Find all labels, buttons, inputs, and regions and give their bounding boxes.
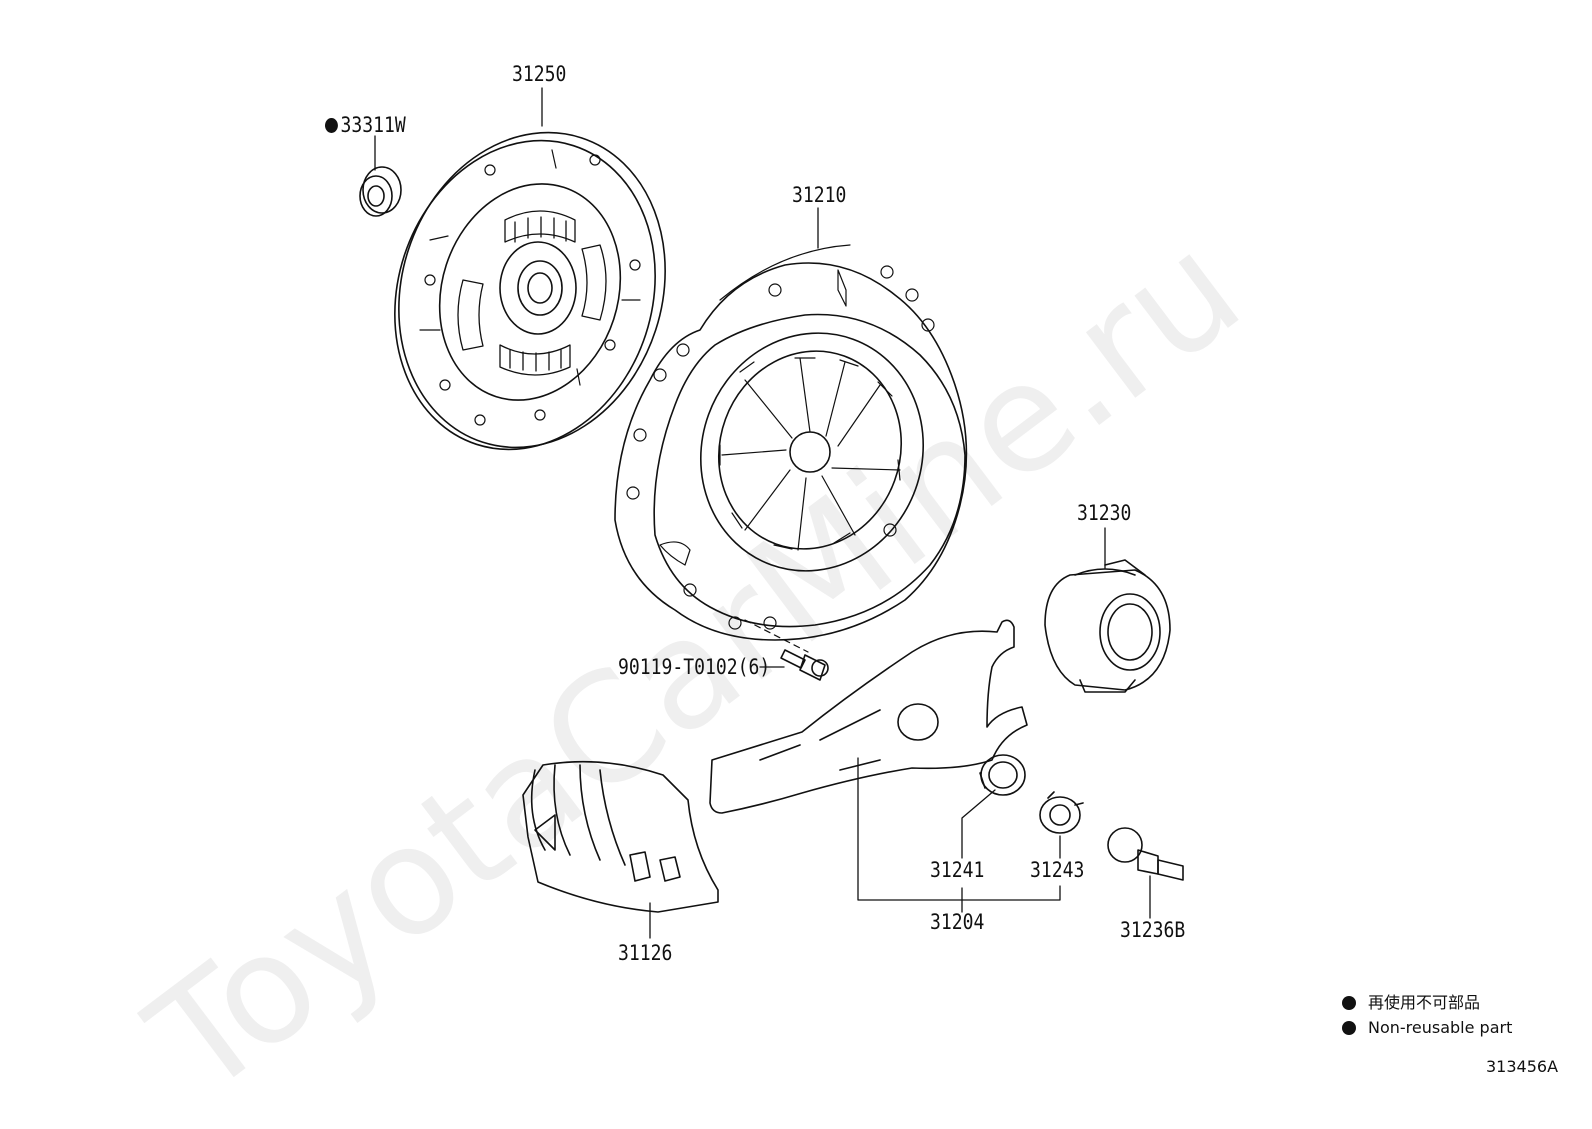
clutch-parts-diagram xyxy=(359,87,1184,939)
callout-33311w[interactable]: 33311W xyxy=(325,115,406,136)
legend-english: Non-reusable part xyxy=(1342,1020,1512,1036)
pilot-bearing-part xyxy=(359,166,402,217)
release-bearing-part xyxy=(1044,559,1171,693)
legend-english-text: Non-reusable part xyxy=(1368,1018,1513,1037)
non-reusable-dot-icon xyxy=(325,118,338,133)
cover-bolt-part xyxy=(780,649,829,681)
callout-31126[interactable]: 31126 xyxy=(618,941,673,965)
clutch-cover-part xyxy=(614,244,968,641)
callout-31236b[interactable]: 31236B xyxy=(1120,918,1186,942)
callout-31210[interactable]: 31210 xyxy=(792,183,847,207)
callout-31243[interactable]: 31243 xyxy=(1030,858,1085,882)
fork-support-pivot-part xyxy=(1107,827,1184,881)
legend-japanese-text: 再使用不可部品 xyxy=(1368,993,1481,1012)
figure-id: 313456A xyxy=(1486,1057,1559,1076)
callout-bolt-90119[interactable]: 90119-T0102(6) xyxy=(618,655,771,679)
bolt-position-dashed-line xyxy=(744,619,809,653)
release-fork-boot-part xyxy=(979,754,1026,796)
release-fork-part xyxy=(709,619,1028,814)
callout-33311w-text: 33311W xyxy=(340,113,406,137)
clutch-disc-part xyxy=(394,131,666,451)
fork-support-seat-part xyxy=(1039,791,1084,834)
legend-japanese: 再使用不可部品 xyxy=(1342,995,1480,1011)
legend-dot-icon xyxy=(1342,996,1356,1010)
legend-dot-icon xyxy=(1342,1021,1356,1035)
callout-31230[interactable]: 31230 xyxy=(1077,501,1132,525)
callout-31241[interactable]: 31241 xyxy=(930,858,985,882)
release-cylinder-boot-part xyxy=(522,760,719,913)
callout-31204[interactable]: 31204 xyxy=(930,910,985,934)
leader-lines xyxy=(374,87,1151,939)
callout-31250[interactable]: 31250 xyxy=(512,62,567,86)
